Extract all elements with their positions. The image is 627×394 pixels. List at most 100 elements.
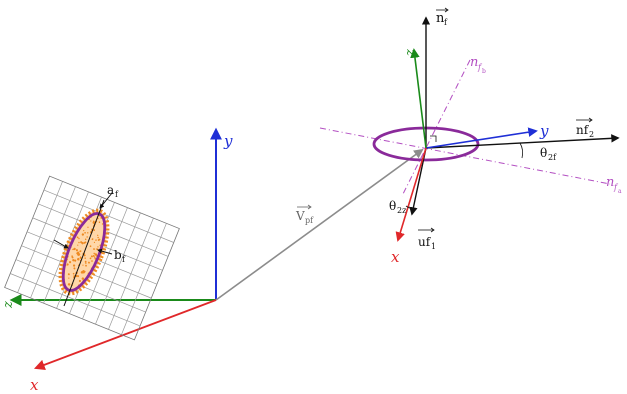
grid-line-horizontal	[10, 273, 141, 327]
speckle-dot	[77, 253, 81, 256]
nf2-label: nf	[576, 123, 590, 137]
nfb-label: n	[470, 55, 478, 70]
theta2z-label: θ	[389, 199, 396, 213]
speckle-dot	[69, 261, 72, 264]
speckle-dot	[77, 244, 79, 246]
vpf-vector: V pf	[215, 148, 424, 301]
nfb-subsub: b	[482, 68, 486, 75]
theta2f-sub: 2f	[548, 153, 557, 162]
vpf-overbar-arrow	[307, 204, 312, 210]
world-y-label: y	[223, 132, 233, 150]
bf-label: b	[114, 248, 122, 262]
speckle-dot	[87, 232, 89, 234]
speckle-dot	[77, 257, 80, 261]
speckle-dot	[82, 264, 84, 266]
speckle-dot	[87, 226, 89, 228]
speckle-dot	[86, 236, 88, 238]
speckle-dot	[93, 252, 95, 255]
local-z-label: z	[403, 49, 418, 57]
speckle-dot	[98, 238, 101, 241]
world-z-label: z	[1, 301, 16, 309]
speckle-dot	[67, 283, 71, 286]
speckle-dot	[95, 239, 97, 241]
speckle-dot	[101, 223, 104, 225]
speckle-dot	[97, 234, 99, 236]
nfa-label: n	[606, 175, 614, 190]
speckle-dot	[90, 220, 92, 222]
speckle-dot	[77, 275, 80, 278]
speckle-dot	[73, 267, 76, 270]
speckle-dot	[80, 241, 83, 244]
nfa-sub: f	[613, 183, 619, 192]
speckle-dot	[85, 264, 87, 267]
nf-sub: f	[444, 18, 448, 27]
af-arrow	[99, 192, 113, 209]
speckle-dot	[72, 264, 76, 267]
speckle-dot	[90, 255, 93, 258]
speckle-dot	[80, 256, 82, 258]
bf-arrow-left	[53, 239, 69, 249]
major-axis-line	[63, 199, 105, 307]
speckle-dot	[76, 236, 79, 239]
speckle-dot	[89, 257, 92, 260]
speckle-dot	[75, 249, 78, 252]
theta2f-label: θ	[540, 146, 547, 160]
speckle-dot	[68, 277, 70, 279]
world-x-label: x	[30, 376, 39, 394]
speckle-dot	[78, 237, 80, 240]
theta2f-arc	[519, 142, 524, 159]
uf1-overbar-arrow	[430, 227, 435, 233]
speckle-dot	[67, 273, 70, 276]
speckle-dot	[76, 252, 79, 255]
speckle-dot	[74, 259, 77, 262]
speckle-dot	[83, 242, 86, 244]
speckle-dot	[71, 256, 74, 259]
uf1-axis	[409, 147, 427, 216]
local-frame: n f n f b n f a nf 2 uf 1 θ 2f θ 2z y z …	[319, 7, 622, 266]
speckle-dot	[72, 272, 75, 275]
speckle-dot	[80, 271, 84, 274]
right-angle-marker	[430, 135, 437, 142]
speckle-dot	[84, 231, 86, 234]
speckle-dot	[84, 260, 87, 263]
speckle-dot	[97, 236, 99, 239]
speckle-dot	[92, 255, 95, 257]
speckle-dot	[93, 256, 96, 258]
speckle-dot	[95, 254, 97, 256]
local-x-label: x	[391, 248, 400, 266]
local-y-axis	[425, 127, 538, 149]
ellipse-annotations: a f b f	[53, 183, 126, 307]
speckle-dot	[91, 260, 93, 262]
uf1-sub: 1	[431, 242, 436, 251]
vpf-line	[215, 148, 424, 301]
vpf-sub: pf	[305, 216, 314, 225]
nfb-axis	[401, 59, 471, 197]
speckle-dot	[72, 259, 75, 262]
bf-arrow	[97, 248, 113, 255]
vpf-label: V	[295, 209, 305, 223]
nf2-overbar-arrow	[588, 117, 593, 123]
speckle-dot	[78, 241, 80, 244]
grid-line-horizontal	[43, 189, 174, 243]
nf-label: n	[436, 11, 445, 26]
speckle-dot	[93, 248, 95, 250]
speckle-dot	[79, 250, 82, 253]
speckle-dot	[93, 229, 96, 231]
speckle-dot	[72, 248, 74, 251]
speckle-dot	[88, 261, 90, 264]
speckle-ellipse	[61, 212, 107, 292]
local-z-axis	[410, 48, 427, 149]
world-frame: y z x	[1, 127, 233, 394]
theta2z-sub: 2z	[397, 206, 406, 215]
speckle-dot	[91, 238, 94, 240]
speckle-dot	[93, 241, 96, 244]
local-x-axis	[395, 147, 427, 242]
nfa-subsub: a	[618, 188, 622, 195]
speckle-dot	[85, 262, 87, 264]
speckle-dot	[73, 247, 76, 251]
af-sub: f	[115, 190, 119, 199]
af-label: a	[107, 183, 114, 197]
speckle-dot	[98, 221, 101, 224]
speckle-dot	[81, 277, 85, 280]
